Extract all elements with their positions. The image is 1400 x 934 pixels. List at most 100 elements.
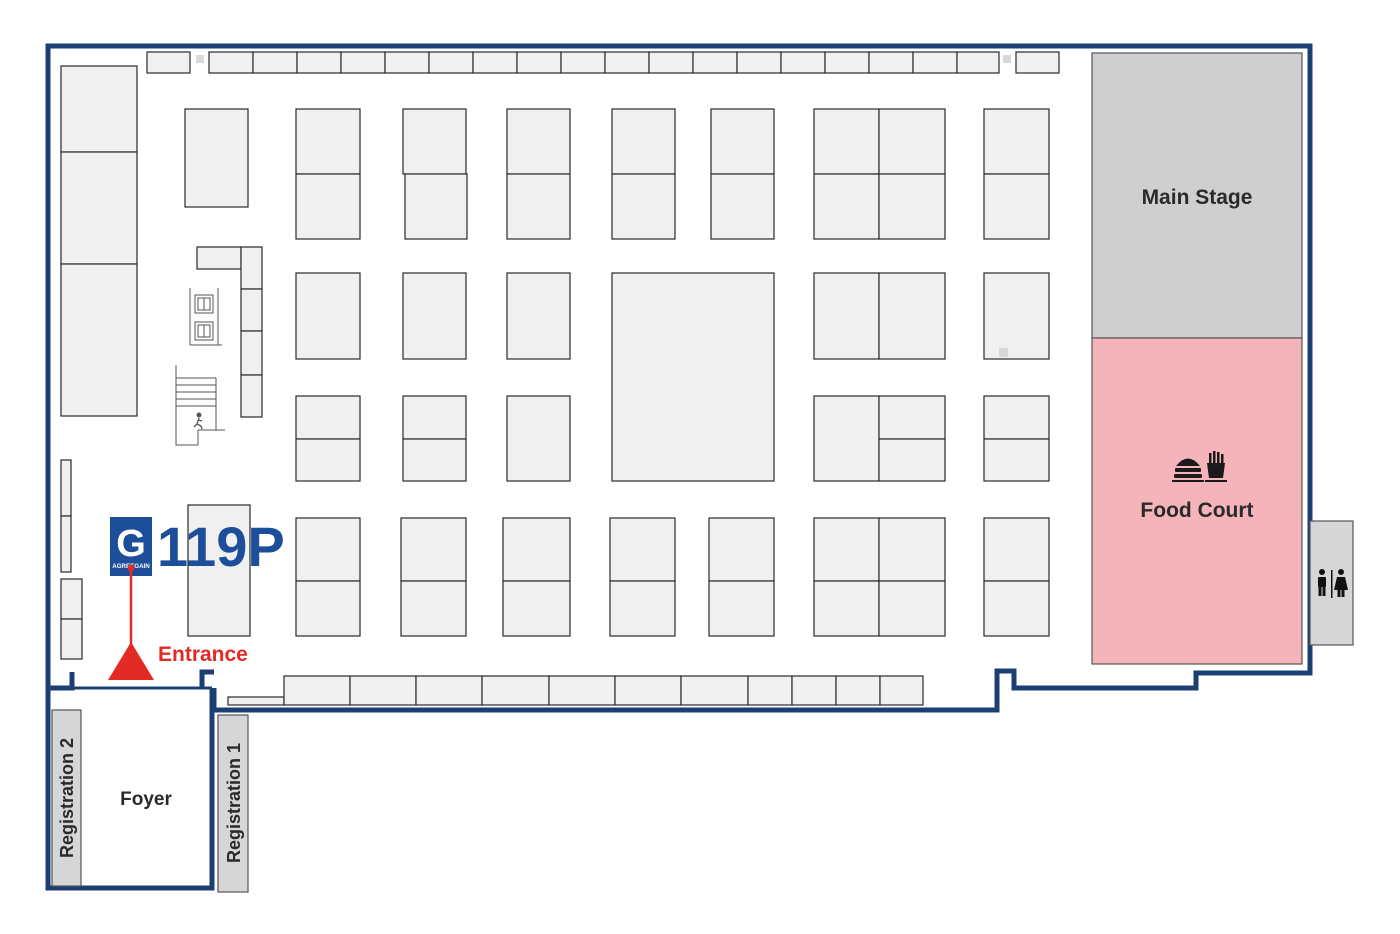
booth[interactable]: [400, 580, 467, 637]
booth[interactable]: [295, 517, 361, 582]
booth[interactable]: [295, 272, 361, 360]
booth[interactable]: [813, 272, 880, 360]
booth[interactable]: [506, 395, 571, 482]
booth[interactable]: [609, 517, 676, 582]
booth[interactable]: [710, 108, 775, 175]
booth[interactable]: [60, 459, 72, 517]
booth[interactable]: [240, 330, 263, 376]
booth[interactable]: [402, 272, 467, 360]
booth[interactable]: [609, 580, 676, 637]
island-booth[interactable]: [611, 272, 775, 482]
booth[interactable]: [240, 288, 263, 332]
booth[interactable]: [349, 675, 417, 706]
booth[interactable]: [648, 51, 694, 74]
booth[interactable]: [824, 51, 870, 74]
booth[interactable]: [60, 578, 83, 620]
booth[interactable]: [502, 517, 571, 582]
booth[interactable]: [912, 51, 958, 74]
booth[interactable]: [252, 51, 298, 74]
booth[interactable]: [384, 51, 430, 74]
booth[interactable]: [60, 263, 138, 417]
booth[interactable]: [692, 51, 738, 74]
booth[interactable]: [60, 618, 83, 660]
booth[interactable]: [227, 696, 285, 706]
booth[interactable]: [878, 108, 946, 175]
booth[interactable]: [604, 51, 650, 74]
booth[interactable]: [295, 438, 361, 482]
booth[interactable]: [983, 108, 1050, 175]
booth[interactable]: [813, 580, 880, 637]
booth[interactable]: [983, 517, 1050, 582]
booth[interactable]: [680, 675, 749, 706]
emergency-exit-icon: [193, 412, 203, 430]
booth[interactable]: [295, 173, 361, 240]
booth[interactable]: [983, 395, 1050, 440]
booth[interactable]: [835, 675, 881, 706]
booth[interactable]: [506, 272, 571, 360]
booth[interactable]: [878, 272, 946, 360]
booth[interactable]: [879, 675, 924, 706]
booth[interactable]: [983, 272, 1050, 360]
booth[interactable]: [813, 173, 880, 240]
booth[interactable]: [813, 395, 880, 482]
booth[interactable]: [60, 515, 72, 573]
registration-1-desk[interactable]: [217, 714, 249, 893]
booth[interactable]: [868, 51, 914, 74]
booth[interactable]: [983, 580, 1050, 637]
booth[interactable]: [878, 438, 946, 482]
booth[interactable]: [791, 675, 837, 706]
booth[interactable]: [813, 517, 880, 582]
booth[interactable]: [708, 517, 775, 582]
booth[interactable]: [506, 108, 571, 175]
main-stage-area[interactable]: [1091, 52, 1303, 339]
booth[interactable]: [983, 438, 1050, 482]
booth[interactable]: [878, 395, 946, 440]
booth[interactable]: [400, 517, 467, 582]
booth[interactable]: [283, 675, 351, 706]
booth[interactable]: [402, 108, 467, 175]
booth[interactable]: [428, 51, 474, 74]
booth[interactable]: [404, 173, 468, 240]
booth[interactable]: [813, 108, 880, 175]
booth[interactable]: [614, 675, 682, 706]
booth[interactable]: [611, 108, 676, 175]
booth[interactable]: [295, 108, 361, 175]
booth[interactable]: [878, 580, 946, 637]
booth[interactable]: [502, 580, 571, 637]
booth[interactable]: [296, 51, 342, 74]
booth[interactable]: [956, 51, 1000, 74]
booth[interactable]: [184, 108, 249, 208]
booth[interactable]: [710, 173, 775, 240]
booth[interactable]: [983, 173, 1050, 240]
booth[interactable]: [708, 580, 775, 637]
booth[interactable]: [560, 51, 606, 74]
booth[interactable]: [878, 173, 946, 240]
food-court-area[interactable]: [1091, 337, 1303, 665]
booth[interactable]: [1015, 51, 1060, 74]
booth[interactable]: [747, 675, 793, 706]
booth[interactable]: [878, 517, 946, 582]
booth[interactable]: [60, 151, 138, 265]
booth[interactable]: [736, 51, 782, 74]
booth[interactable]: [196, 246, 242, 270]
booth[interactable]: [208, 51, 254, 74]
booth[interactable]: [472, 51, 518, 74]
booth[interactable]: [240, 374, 263, 418]
booth[interactable]: [295, 580, 361, 637]
booth[interactable]: [402, 395, 467, 440]
booth[interactable]: [611, 173, 676, 240]
booth[interactable]: [516, 51, 562, 74]
booth-119p[interactable]: [187, 504, 251, 637]
booth[interactable]: [415, 675, 483, 706]
booth[interactable]: [780, 51, 826, 74]
registration-2-desk[interactable]: [51, 709, 82, 887]
booth[interactable]: [548, 675, 616, 706]
booth[interactable]: [146, 51, 191, 74]
booth[interactable]: [240, 246, 263, 290]
booth[interactable]: [481, 675, 550, 706]
booth[interactable]: [295, 395, 361, 440]
booth[interactable]: [340, 51, 386, 74]
booth[interactable]: [402, 438, 467, 482]
booth[interactable]: [506, 173, 571, 240]
booth[interactable]: [60, 65, 138, 153]
